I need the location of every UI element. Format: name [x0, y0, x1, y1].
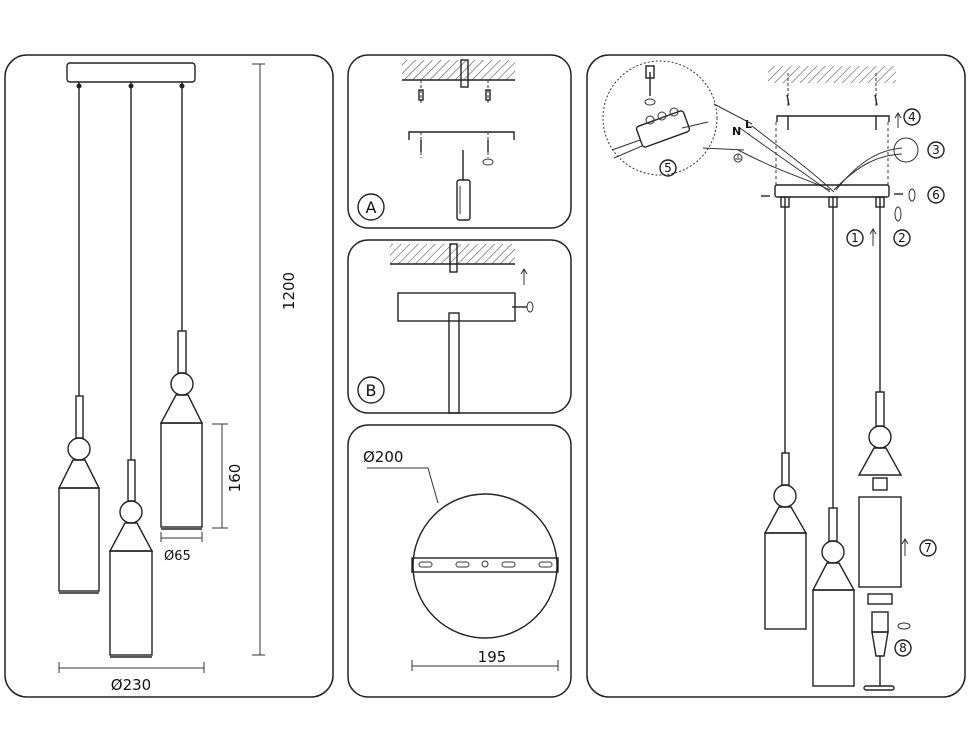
assembly-pendant-left [763, 452, 808, 630]
step-b-badge [357, 376, 385, 404]
dim-shade-height-label: 160 [226, 464, 244, 493]
dimensions-panel: 1200 160 Ø65 Ø230 [4, 54, 334, 698]
step-a-label: A [366, 198, 377, 217]
pendant-middle [108, 459, 154, 658]
wire-n-label: N [732, 125, 741, 138]
dim-bracket-width-label: 195 [478, 648, 507, 666]
step-8-label: 8 [899, 641, 907, 655]
canopy-assembly [774, 184, 890, 198]
step-4-label: 4 [908, 110, 916, 124]
shade-glass [858, 496, 902, 588]
pendant-left [57, 395, 101, 594]
step-2-label: 2 [898, 231, 906, 245]
assembly-pendant-right-exploded [857, 391, 903, 691]
screwdriver-icon [456, 179, 471, 221]
dim-height-label: 1200 [280, 272, 298, 310]
terminal-block-detail: 5 [602, 60, 753, 177]
wire-l-label: L [745, 118, 752, 131]
step-b-panel: B [347, 239, 572, 414]
dimensions-panel-frame [4, 54, 334, 698]
wire-n [739, 127, 831, 193]
step-6-label: 6 [932, 188, 940, 202]
step-b-label: B [366, 381, 377, 400]
step-a-panel: A [347, 54, 572, 229]
dim-shade-diameter-label: Ø65 [164, 549, 191, 564]
assembly-pendant-middle [811, 507, 856, 687]
ground-icon [733, 153, 743, 163]
canopy-dimensions-panel: Ø200 195 [347, 424, 572, 698]
dim-canopy-diameter-label: Ø200 [363, 448, 403, 466]
step-7-label: 7 [924, 541, 932, 555]
bulb-socket [871, 611, 889, 633]
step-1-label: 1 [851, 231, 859, 245]
step-a-badge [357, 193, 385, 221]
step-3-label: 3 [932, 143, 940, 157]
dim-total-width-label: Ø230 [111, 676, 151, 694]
pendant-right [159, 330, 204, 530]
canopy-top-view [412, 493, 558, 639]
assembly-panel: 4 N L 3 6 [586, 54, 966, 698]
canopy [66, 62, 196, 83]
step-5-label: 5 [664, 161, 672, 175]
canopy-side [397, 292, 516, 322]
